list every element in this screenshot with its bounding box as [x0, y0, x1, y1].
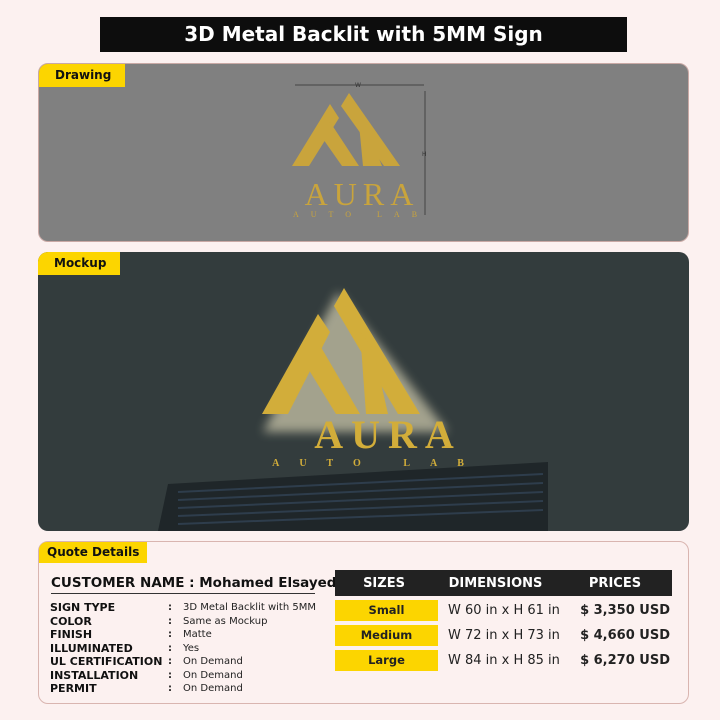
price-table: SIZES DIMENSIONS PRICES Small W 60 in x H… [335, 570, 672, 671]
price-cell: $ 4,660 USD [580, 628, 670, 643]
logo-drawing: W H AURA AUTO LAB [292, 82, 429, 219]
detail-row: PERMIT:On Demand [50, 682, 243, 696]
customer-name-row: CUSTOMER NAME : Mohamed Elsayed [51, 575, 336, 594]
logo-tagline: AUTO LAB [293, 210, 429, 219]
sign-logo-name: AURA [314, 412, 462, 457]
size-cell: Large [335, 650, 438, 671]
size-cell: Medium [335, 625, 438, 646]
sign-logo-mark [262, 288, 420, 414]
price-cell: $ 6,270 USD [580, 653, 670, 668]
logo-name: AURA [305, 176, 420, 212]
customer-name: Mohamed Elsayed [199, 575, 337, 591]
detail-key: UL CERTIFICATION [50, 655, 163, 669]
table-header: SIZES DIMENSIONS PRICES [335, 570, 672, 596]
detail-row: UL CERTIFICATION:On Demand [50, 655, 243, 669]
drawing-panel: Drawing W H AURA AUTO LAB [38, 63, 689, 242]
drawing-label: Drawing [39, 64, 126, 87]
detail-key: FINISH [50, 628, 93, 642]
quote-label: Quote Details [39, 542, 148, 563]
detail-key: PERMIT [50, 682, 97, 696]
mockup-panel: Mockup AURA AUTO LAB [38, 252, 689, 531]
mockup-scene: AURA AUTO LAB [158, 288, 548, 531]
detail-row: COLOR:Same as Mockup [50, 614, 268, 628]
width-mark: W [355, 82, 361, 89]
height-mark: H [422, 151, 427, 158]
size-cell: Small [335, 600, 438, 621]
detail-key: SIGN TYPE [50, 601, 116, 615]
detail-value: On Demand [183, 683, 243, 695]
table-row: Large W 84 in x H 85 in $ 6,270 USD [335, 650, 672, 671]
detail-key: ILLUMINATED [50, 641, 133, 655]
detail-row: ILLUMINATED:Yes [50, 641, 200, 655]
sign-logo-tagline: AUTO LAB [272, 458, 484, 469]
customer-label: CUSTOMER NAME [51, 575, 185, 591]
detail-value: 3D Metal Backlit with 5MM [183, 602, 316, 614]
header-sizes: SIZES [363, 575, 405, 591]
dimensions-cell: W 60 in x H 61 in [448, 603, 560, 618]
dimensions-cell: W 84 in x H 85 in [448, 653, 560, 668]
detail-value: On Demand [183, 669, 243, 681]
detail-value: Yes [183, 642, 200, 654]
detail-value: On Demand [183, 656, 243, 668]
quote-details: Quote Details CUSTOMER NAME : Mohamed El… [38, 541, 689, 704]
detail-row: SIGN TYPE:3D Metal Backlit with 5MM [50, 601, 316, 615]
price-cell: $ 3,350 USD [580, 603, 670, 618]
detail-key: COLOR [50, 614, 92, 628]
logo-mark [292, 93, 400, 166]
dimensions-cell: W 72 in x H 73 in [448, 628, 560, 643]
header-prices: PRICES [588, 575, 642, 591]
table-row: Medium W 72 in x H 73 in $ 4,660 USD [335, 625, 672, 646]
page-title: 3D Metal Backlit with 5MM Sign [100, 17, 627, 52]
table-row: Small W 60 in x H 61 in $ 3,350 USD [335, 600, 672, 621]
header-dimensions: DIMENSIONS [448, 575, 543, 591]
detail-row: FINISH:Matte [50, 628, 212, 642]
detail-row: INSTALLATION:On Demand [50, 668, 243, 682]
detail-value: Matte [183, 629, 212, 641]
detail-list: SIGN TYPE:3D Metal Backlit with 5MM COLO… [50, 601, 316, 696]
detail-key: INSTALLATION [50, 668, 139, 682]
detail-value: Same as Mockup [183, 615, 268, 627]
mockup-label: Mockup [38, 252, 121, 275]
